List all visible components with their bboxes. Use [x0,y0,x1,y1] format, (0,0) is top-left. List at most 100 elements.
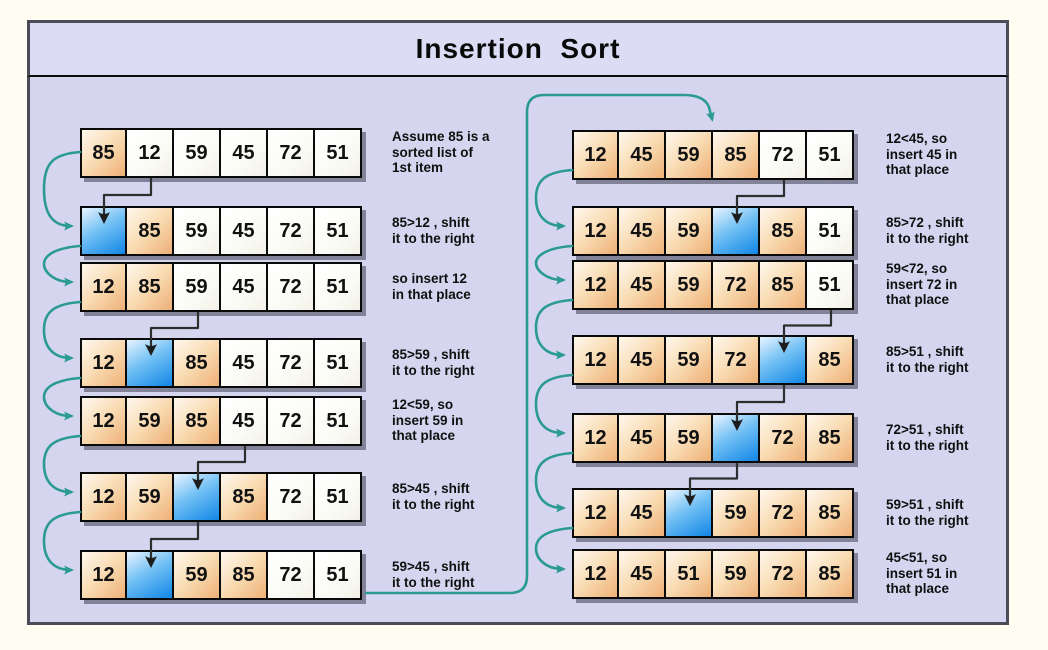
array-cell: 59 [125,396,174,446]
array-cell: 72 [758,413,807,463]
array-cell: 72 [266,472,315,522]
array-cell: 72 [758,130,807,180]
array-cell: 12 [572,335,619,385]
step-annotation: 12<45, so insert 45 in that place [886,131,958,177]
step-annotation: 85>45 , shift it to the right [392,481,475,512]
array-cell: 12 [572,549,619,599]
array-cell: 72 [758,488,807,538]
array-cell: 12 [80,396,127,446]
gap-cell [758,335,807,385]
array-cell: 85 [219,550,268,600]
array-cell: 12 [572,130,619,180]
array-cell: 51 [664,549,713,599]
array-cell: 72 [266,550,315,600]
step-annotation: 12<59, so insert 59 in that place [392,397,464,443]
array-cell: 12 [572,413,619,463]
step-annotation: 85>51 , shift it to the right [886,344,969,375]
array-cell: 85 [758,260,807,310]
array-cell: 45 [617,413,666,463]
array-cell: 45 [219,128,268,178]
array-cell: 12 [572,206,619,256]
array-cell: 51 [313,128,362,178]
array-cell: 59 [172,262,221,312]
array-cell: 85 [805,413,854,463]
array-cell: 59 [664,130,713,180]
array-cell: 85 [805,335,854,385]
array-cell: 85 [805,549,854,599]
array-cell: 12 [572,488,619,538]
title-band: Insertion Sort [27,20,1009,77]
step-annotation: 59<72, so insert 72 in that place [886,261,958,307]
array-cell: 12 [125,128,174,178]
array-cell: 45 [617,206,666,256]
array-cell: 85 [172,338,221,388]
array-cell: 85 [711,130,760,180]
gap-cell [125,338,174,388]
array-cell: 45 [617,130,666,180]
array-cell: 59 [664,206,713,256]
step-annotation: 59>51 , shift it to the right [886,497,969,528]
array-cell: 72 [758,549,807,599]
array-cell: 59 [172,550,221,600]
array-cell: 51 [313,262,362,312]
gap-cell [172,472,221,522]
array-cell: 45 [219,206,268,256]
step-annotation: 85>72 , shift it to the right [886,215,969,246]
diagram-title: Insertion Sort [415,33,621,64]
array-cell: 12 [80,472,127,522]
step-annotation: Assume 85 is a sorted list of 1st item [392,129,490,175]
array-cell: 72 [266,396,315,446]
array-cell: 51 [313,338,362,388]
diagram-frame [27,20,1009,625]
array-cell: 12 [80,262,127,312]
gap-cell [125,550,174,600]
array-cell: 59 [125,472,174,522]
array-cell: 45 [617,260,666,310]
step-annotation: 45<51, so insert 51 in that place [886,550,958,596]
array-cell: 51 [805,260,854,310]
array-cell: 59 [664,413,713,463]
array-cell: 51 [805,206,854,256]
array-cell: 12 [80,338,127,388]
array-cell: 45 [219,262,268,312]
array-cell: 45 [617,549,666,599]
array-cell: 51 [313,206,362,256]
array-cell: 59 [664,335,713,385]
array-cell: 72 [266,128,315,178]
array-cell: 59 [664,260,713,310]
array-cell: 85 [125,206,174,256]
step-annotation: so insert 12 in that place [392,271,471,302]
gap-cell [711,413,760,463]
array-cell: 51 [805,130,854,180]
array-cell: 85 [80,128,127,178]
array-cell: 72 [711,335,760,385]
array-cell: 72 [266,338,315,388]
array-cell: 51 [313,550,362,600]
step-annotation: 72>51 , shift it to the right [886,422,969,453]
array-cell: 85 [125,262,174,312]
array-cell: 51 [313,472,362,522]
array-cell: 85 [805,488,854,538]
step-annotation: 59>45 , shift it to the right [392,559,475,590]
array-cell: 72 [266,206,315,256]
gap-cell [664,488,713,538]
array-cell: 59 [172,206,221,256]
array-cell: 12 [80,550,127,600]
step-annotation: 85>59 , shift it to the right [392,347,475,378]
gap-cell [80,206,127,256]
array-cell: 12 [572,260,619,310]
array-cell: 59 [711,488,760,538]
array-cell: 85 [172,396,221,446]
array-cell: 85 [219,472,268,522]
